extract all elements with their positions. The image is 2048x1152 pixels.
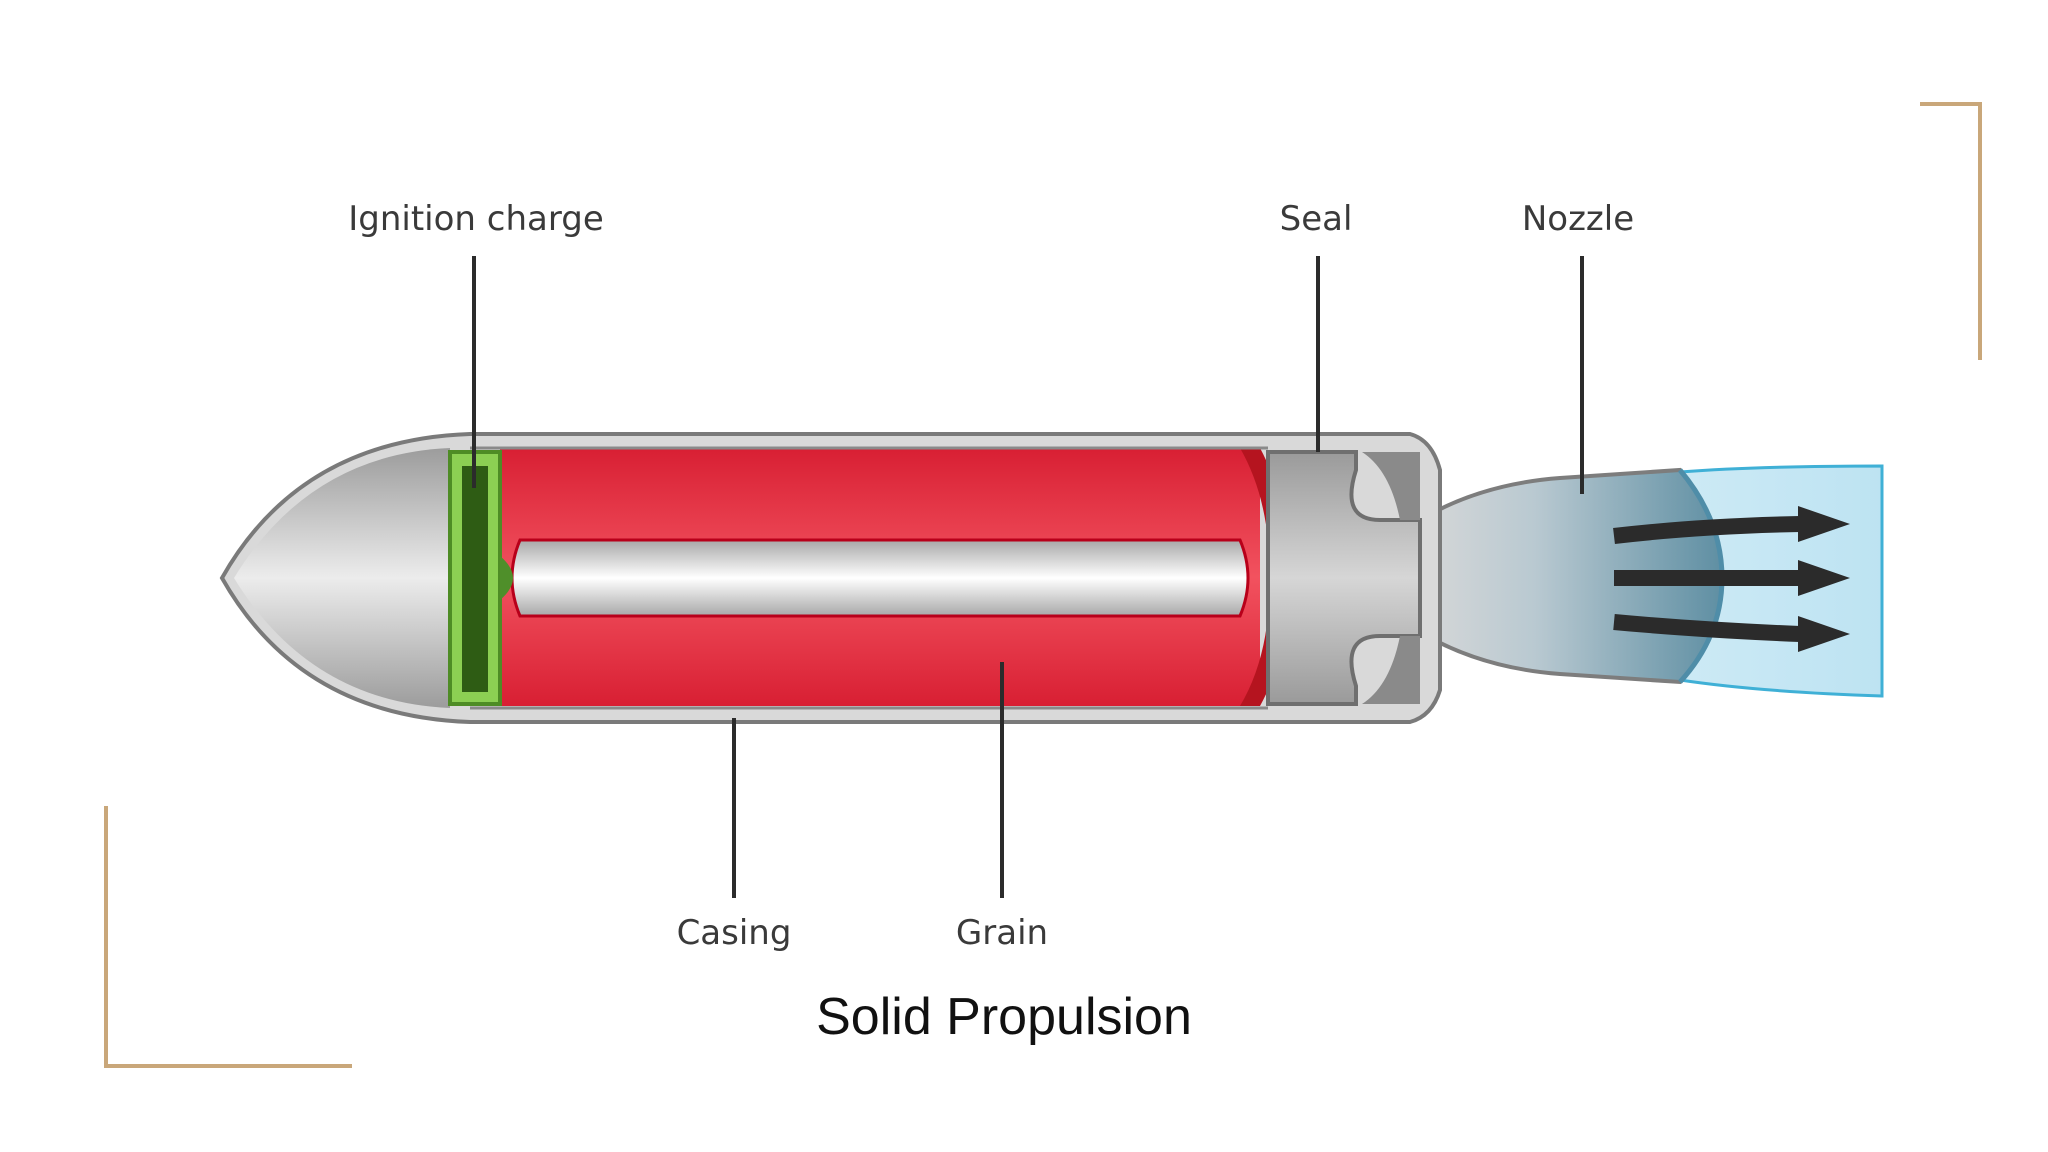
label-seal: Seal xyxy=(1280,199,1353,239)
arrow-right-icon xyxy=(1613,614,1850,652)
diagram-caption: Solid Propulsion xyxy=(816,988,1192,1046)
seal xyxy=(1266,450,1422,706)
label-nozzle: Nozzle xyxy=(1522,199,1634,239)
label-ignition-charge: Ignition charge xyxy=(348,199,604,239)
arrow-right-icon xyxy=(1613,506,1850,544)
nose-cone xyxy=(234,448,450,708)
frame-corner-bottom-left xyxy=(104,806,352,1068)
grain-core xyxy=(510,538,1250,618)
arrow-right-icon xyxy=(1614,560,1850,596)
frame-corner-top-right xyxy=(1920,102,1982,360)
label-casing: Casing xyxy=(677,913,792,953)
label-grain: Grain xyxy=(956,913,1048,953)
